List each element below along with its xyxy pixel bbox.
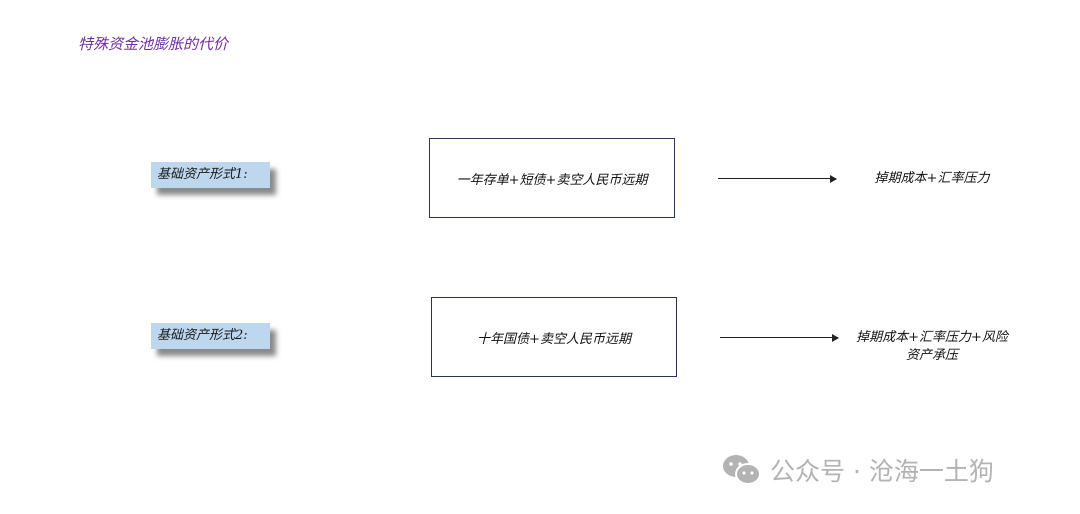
- asset-form-1-label: 基础资产形式1:: [151, 162, 270, 188]
- strategy-text-2: 十年国债+卖空人民币远期: [477, 331, 631, 347]
- watermark-text: 公众号 · 沧海一土狗: [770, 457, 994, 486]
- strategy-text-1: 一年存单+短债+卖空人民币远期: [456, 172, 648, 188]
- arrow-2: [720, 333, 839, 342]
- strategy-box-1: 一年存单+短债+卖空人民币远期: [429, 138, 675, 218]
- cost-line: 资产承压: [905, 348, 958, 363]
- strategy-box-2: 十年国债+卖空人民币远期: [431, 297, 677, 377]
- arrow-1: [718, 174, 837, 183]
- cost-line: 掉期成本+汇率压力: [874, 171, 990, 186]
- cost-line: 掉期成本+汇率压力+风险: [856, 330, 1008, 345]
- asset-form-2-label: 基础资产形式2:: [151, 323, 270, 349]
- cost-text-1: 掉期成本+汇率压力: [837, 170, 1027, 188]
- wechat-icon: [723, 455, 761, 485]
- page-title: 特殊资金池膨胀的代价: [78, 35, 229, 53]
- cost-text-2: 掉期成本+汇率压力+风险 资产承压: [837, 329, 1027, 365]
- watermark: 公众号 · 沧海一土狗: [722, 452, 994, 488]
